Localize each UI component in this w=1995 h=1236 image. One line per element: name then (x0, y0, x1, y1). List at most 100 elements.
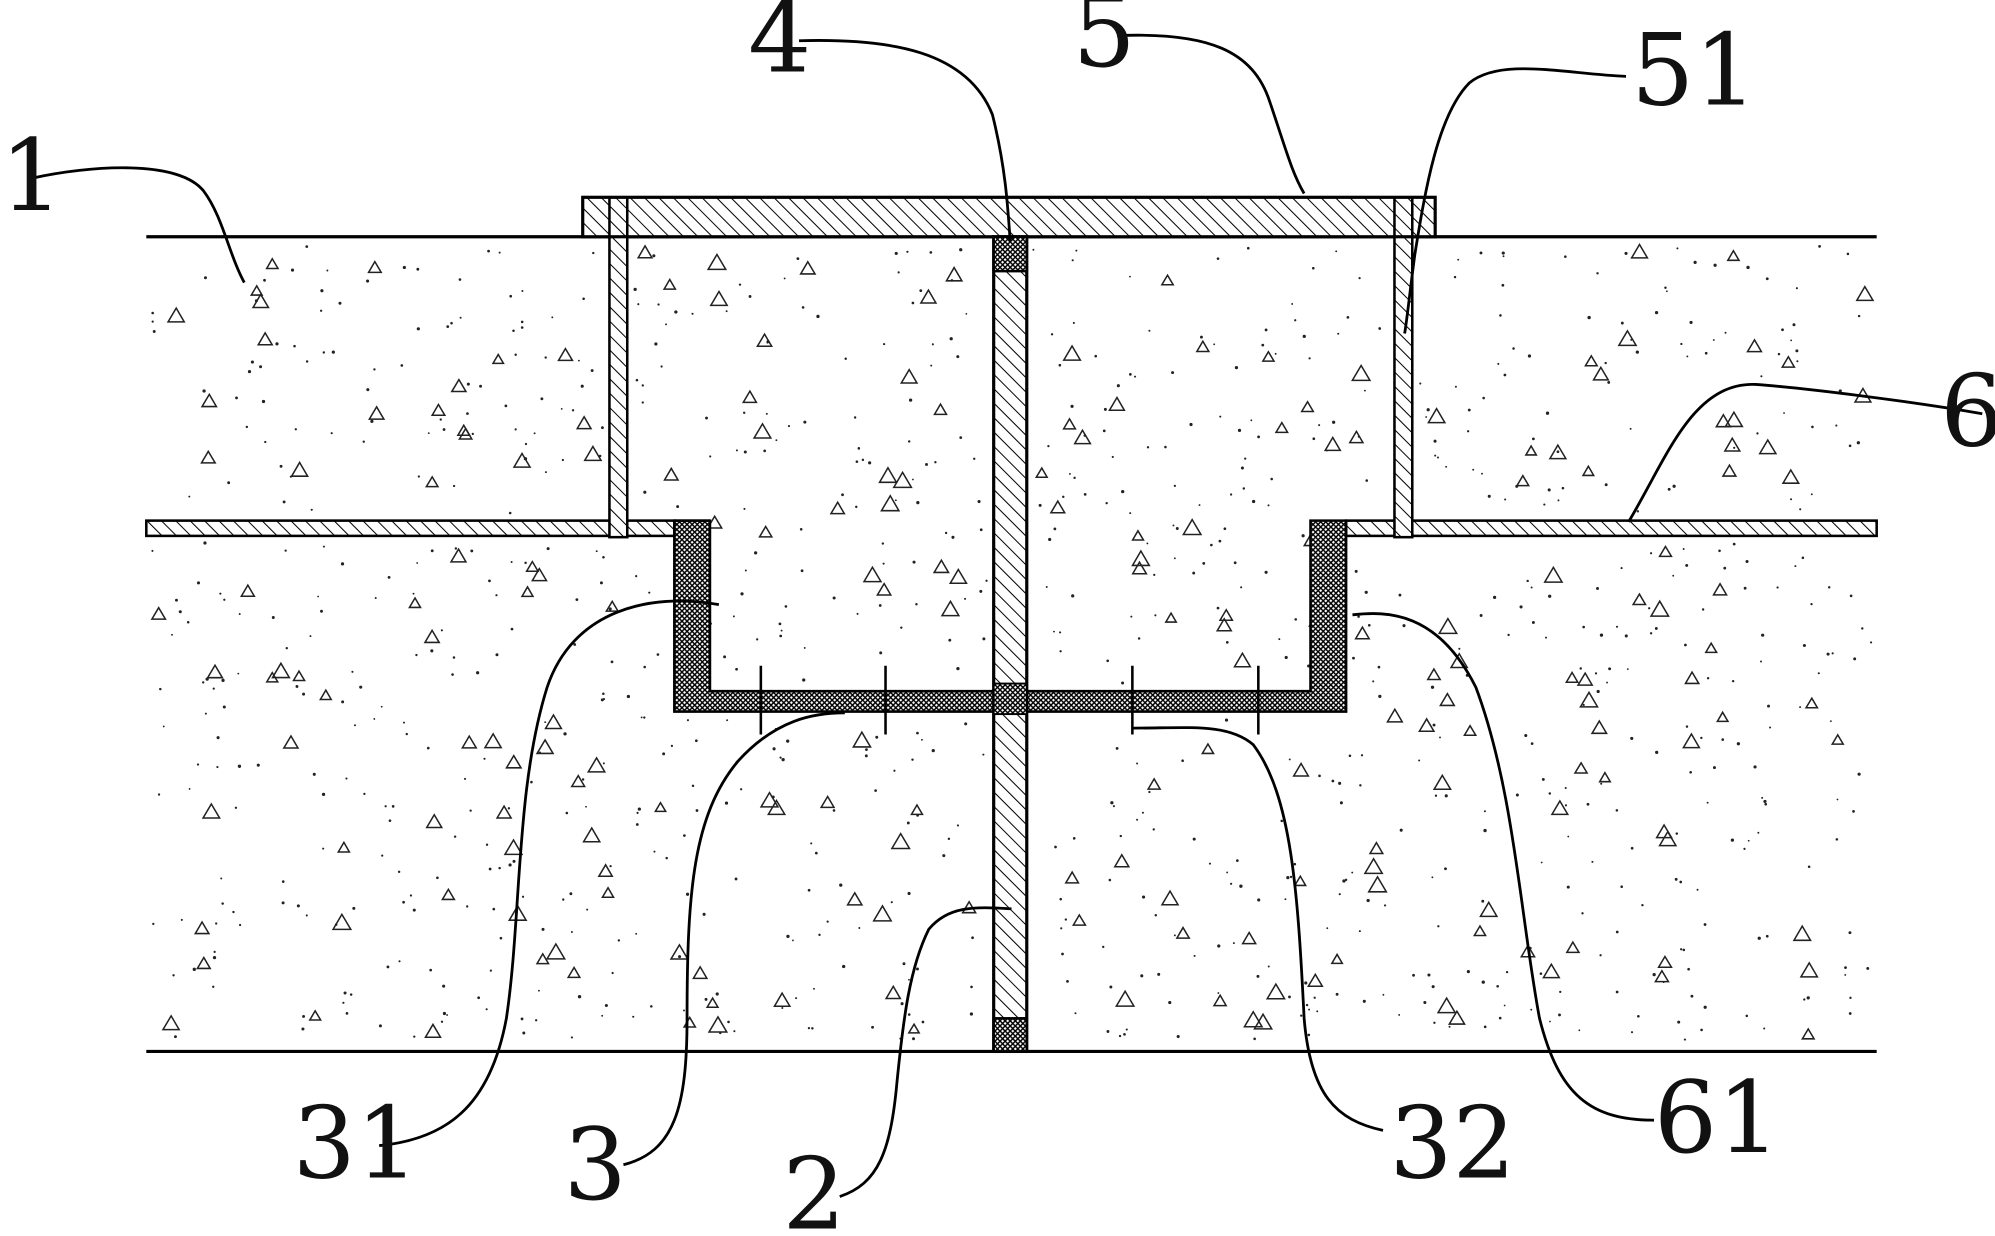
concrete-dot (932, 749, 935, 752)
concrete-dot (551, 316, 553, 318)
concrete-dot (443, 428, 446, 431)
concrete-dot (1616, 809, 1619, 812)
concrete-dot (181, 919, 183, 921)
concrete-dot (1365, 591, 1368, 594)
concrete-dot (573, 643, 576, 646)
concrete-dot (1059, 898, 1062, 901)
concrete-dot (1653, 973, 1656, 976)
concrete-dot (911, 758, 913, 760)
concrete-aggregate (1526, 446, 1536, 455)
concrete-dot (344, 991, 347, 994)
leader-31 (379, 601, 719, 1146)
concrete-dot (1600, 634, 1603, 637)
concrete-dot (1164, 446, 1167, 449)
concrete-dot (1761, 634, 1764, 637)
concrete-dot (213, 688, 215, 690)
concrete-dot (1318, 424, 1320, 426)
concrete-dot (1051, 333, 1053, 335)
concrete-dot (223, 599, 225, 601)
concrete-dot (1226, 872, 1228, 874)
concrete-dot (740, 788, 742, 790)
concrete-dot (544, 356, 546, 358)
concrete-dot (1241, 467, 1244, 470)
concrete-aggregate (284, 736, 298, 748)
concrete-dot (1581, 912, 1583, 914)
concrete-dot (545, 471, 547, 473)
concrete-dot (1284, 898, 1286, 900)
concrete-dot (1129, 512, 1131, 514)
concrete-dot (934, 461, 936, 463)
concrete-dot (499, 252, 501, 254)
concrete-dot (1783, 412, 1785, 414)
concrete-aggregate (1545, 567, 1562, 582)
concrete-dot (1542, 778, 1545, 781)
concrete-dot (1756, 432, 1758, 434)
concrete-dot (965, 313, 967, 315)
concrete-dot (804, 647, 806, 649)
concrete-aggregate (163, 1016, 179, 1030)
concrete-dot (163, 726, 165, 728)
concrete-dot (601, 1015, 603, 1017)
concrete-dot (477, 996, 480, 999)
concrete-aggregate (1197, 341, 1209, 351)
concrete-aggregate (1064, 419, 1076, 429)
concrete-dot (1723, 567, 1726, 570)
concrete-dot (446, 325, 449, 328)
concrete-aggregate (202, 394, 216, 406)
concrete-dot (971, 936, 974, 939)
concrete-dot (919, 289, 922, 292)
concrete-dot (1672, 575, 1674, 577)
concrete-dot (1776, 586, 1778, 588)
concrete-aggregate (880, 468, 897, 483)
concrete-dot (1136, 819, 1138, 821)
concrete-aggregate (292, 462, 308, 476)
concrete-dot (436, 876, 439, 879)
concrete-dot (451, 673, 454, 676)
concrete-aggregate (1243, 933, 1256, 944)
concrete-dot (1677, 1021, 1680, 1024)
concrete-dot (1616, 626, 1618, 628)
concrete-dot (665, 323, 667, 325)
concrete-dot (1763, 800, 1766, 803)
concrete-dot (749, 295, 752, 298)
concrete-dot (784, 277, 786, 279)
concrete-aggregate (452, 380, 466, 392)
concrete-dot (1620, 885, 1623, 888)
concrete-dot (779, 635, 782, 638)
concrete-dot (856, 460, 859, 463)
concrete-aggregate (1387, 709, 1402, 722)
concrete-dot (441, 629, 443, 631)
label-5: 5 (1073, 0, 1136, 90)
concrete-dot (781, 630, 783, 632)
concrete-dot (363, 793, 365, 795)
concrete-dot (676, 505, 679, 508)
concrete-dot (1106, 659, 1109, 662)
concrete-dot (538, 990, 540, 992)
concrete-dot (1704, 1006, 1707, 1009)
concrete-dot (1225, 719, 1228, 722)
concrete-dot (636, 812, 638, 814)
concrete-dot (525, 443, 527, 445)
concrete-dot (1811, 493, 1813, 495)
concrete-dot (634, 288, 637, 291)
concrete-aggregate (1438, 998, 1455, 1013)
concrete-dot (239, 613, 241, 615)
concrete-aggregate (886, 986, 900, 998)
concrete-dot (1565, 804, 1567, 806)
concrete-dot (1138, 637, 1140, 639)
concrete-dot (1073, 477, 1075, 479)
concrete-dot (1852, 810, 1855, 813)
concrete-dot (1199, 504, 1201, 506)
concrete-dot (1737, 742, 1740, 745)
concrete-dot (487, 250, 490, 253)
concrete-dot (909, 398, 912, 401)
concrete-dot (341, 562, 344, 565)
concrete-dot (1532, 438, 1535, 441)
concrete-dot (1075, 250, 1077, 252)
label-6: 6 (1940, 354, 1995, 469)
concrete-dot (1418, 759, 1420, 761)
concrete-dot (1849, 444, 1852, 447)
concrete-dot (1545, 637, 1547, 639)
concrete-aggregate (801, 262, 815, 274)
leader-3 (623, 713, 844, 1165)
